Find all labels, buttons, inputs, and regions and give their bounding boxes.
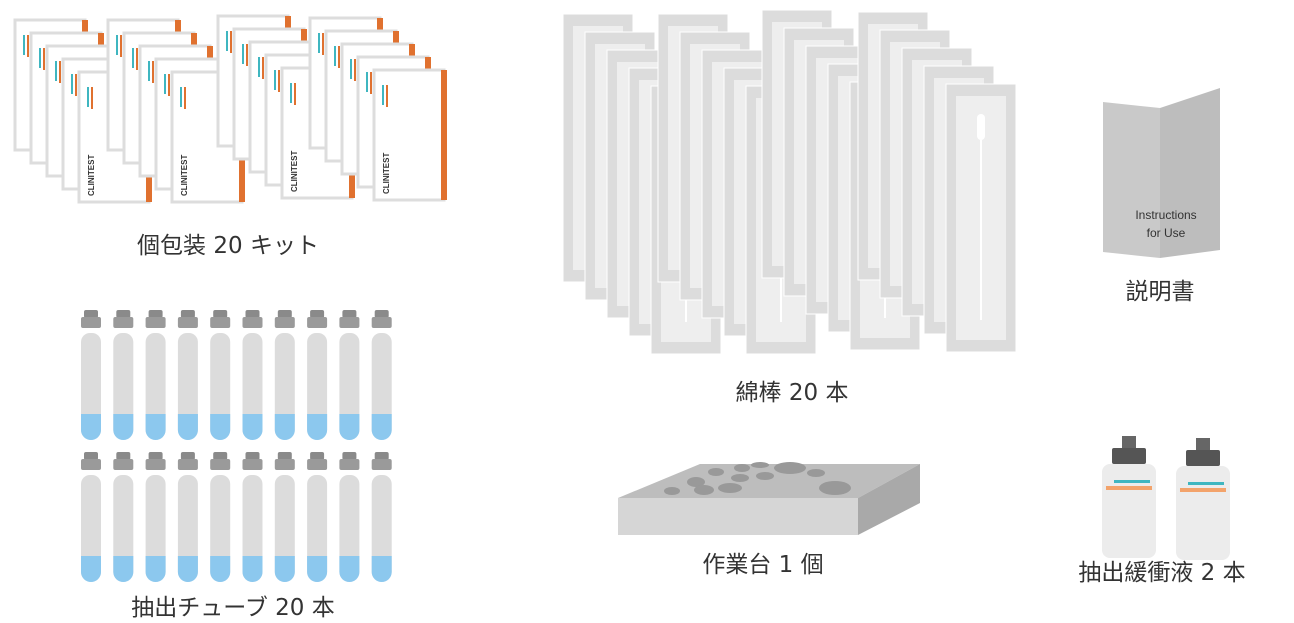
swab-packet [945, 83, 1017, 353]
tray-well [774, 462, 806, 474]
buffer-bottle [1176, 438, 1230, 560]
tray-well [751, 462, 769, 468]
tray-well [687, 477, 705, 487]
test-kit-pouch: CLINITEST [372, 68, 447, 202]
tray-well [731, 474, 749, 482]
booklet-title-line1: Instructions [1135, 208, 1196, 222]
pouch-brand-text: CLINITEST [87, 155, 96, 196]
extraction-tube [113, 452, 134, 582]
workstation-label: 作業台 1 個 [702, 552, 824, 578]
extraction-tube [274, 452, 295, 582]
extraction-tube [210, 452, 231, 582]
tray-well [664, 487, 680, 495]
extraction-tube [274, 310, 295, 440]
instructions-label: 説明書 [1125, 279, 1195, 305]
tray-well [718, 483, 742, 493]
tray-well [734, 464, 750, 472]
extraction-tube [81, 310, 101, 440]
buffer-bottles [1102, 436, 1230, 560]
test-kit-pouches: CLINITEST CLINITEST CLINITEST CLINITEST [13, 14, 447, 204]
extraction-tube [145, 452, 166, 582]
tray-well [756, 472, 774, 480]
buffer-bottle [1102, 436, 1156, 558]
pouch-brand-text: CLINITEST [290, 151, 299, 192]
extraction-tube [339, 310, 360, 440]
extraction-tube [339, 452, 360, 582]
pouch-brand-text: CLINITEST [180, 155, 189, 196]
buffer-label: 抽出緩衝液 2 本 [1078, 560, 1246, 586]
tray-well [694, 485, 714, 495]
extraction-tube [145, 310, 166, 440]
test-kits-label: 個包装 20 キット [137, 233, 319, 259]
instructions-booklet: Instructions for Use [1103, 88, 1220, 258]
extraction-tube [177, 310, 198, 440]
extraction-tube [81, 452, 101, 582]
extraction-tube [242, 310, 263, 440]
tray-well [708, 468, 724, 476]
swabs-label: 綿棒 20 本 [735, 380, 849, 406]
extraction-tube [210, 310, 231, 440]
tubes-label: 抽出チューブ 20 本 [131, 595, 335, 621]
extraction-tube [177, 452, 198, 582]
pouch-brand-text: CLINITEST [382, 153, 391, 194]
extraction-tube [307, 452, 328, 582]
extraction-tubes [81, 310, 392, 582]
extraction-tube [371, 310, 392, 440]
extraction-tube [371, 452, 392, 582]
extraction-tube [242, 452, 263, 582]
extraction-tube [307, 310, 328, 440]
workstation-tray [618, 462, 920, 535]
tray-well [819, 481, 851, 495]
extraction-tube [113, 310, 134, 440]
booklet-title-line2: for Use [1147, 226, 1186, 240]
tray-well [807, 469, 825, 477]
swab-packets [562, 9, 1017, 355]
